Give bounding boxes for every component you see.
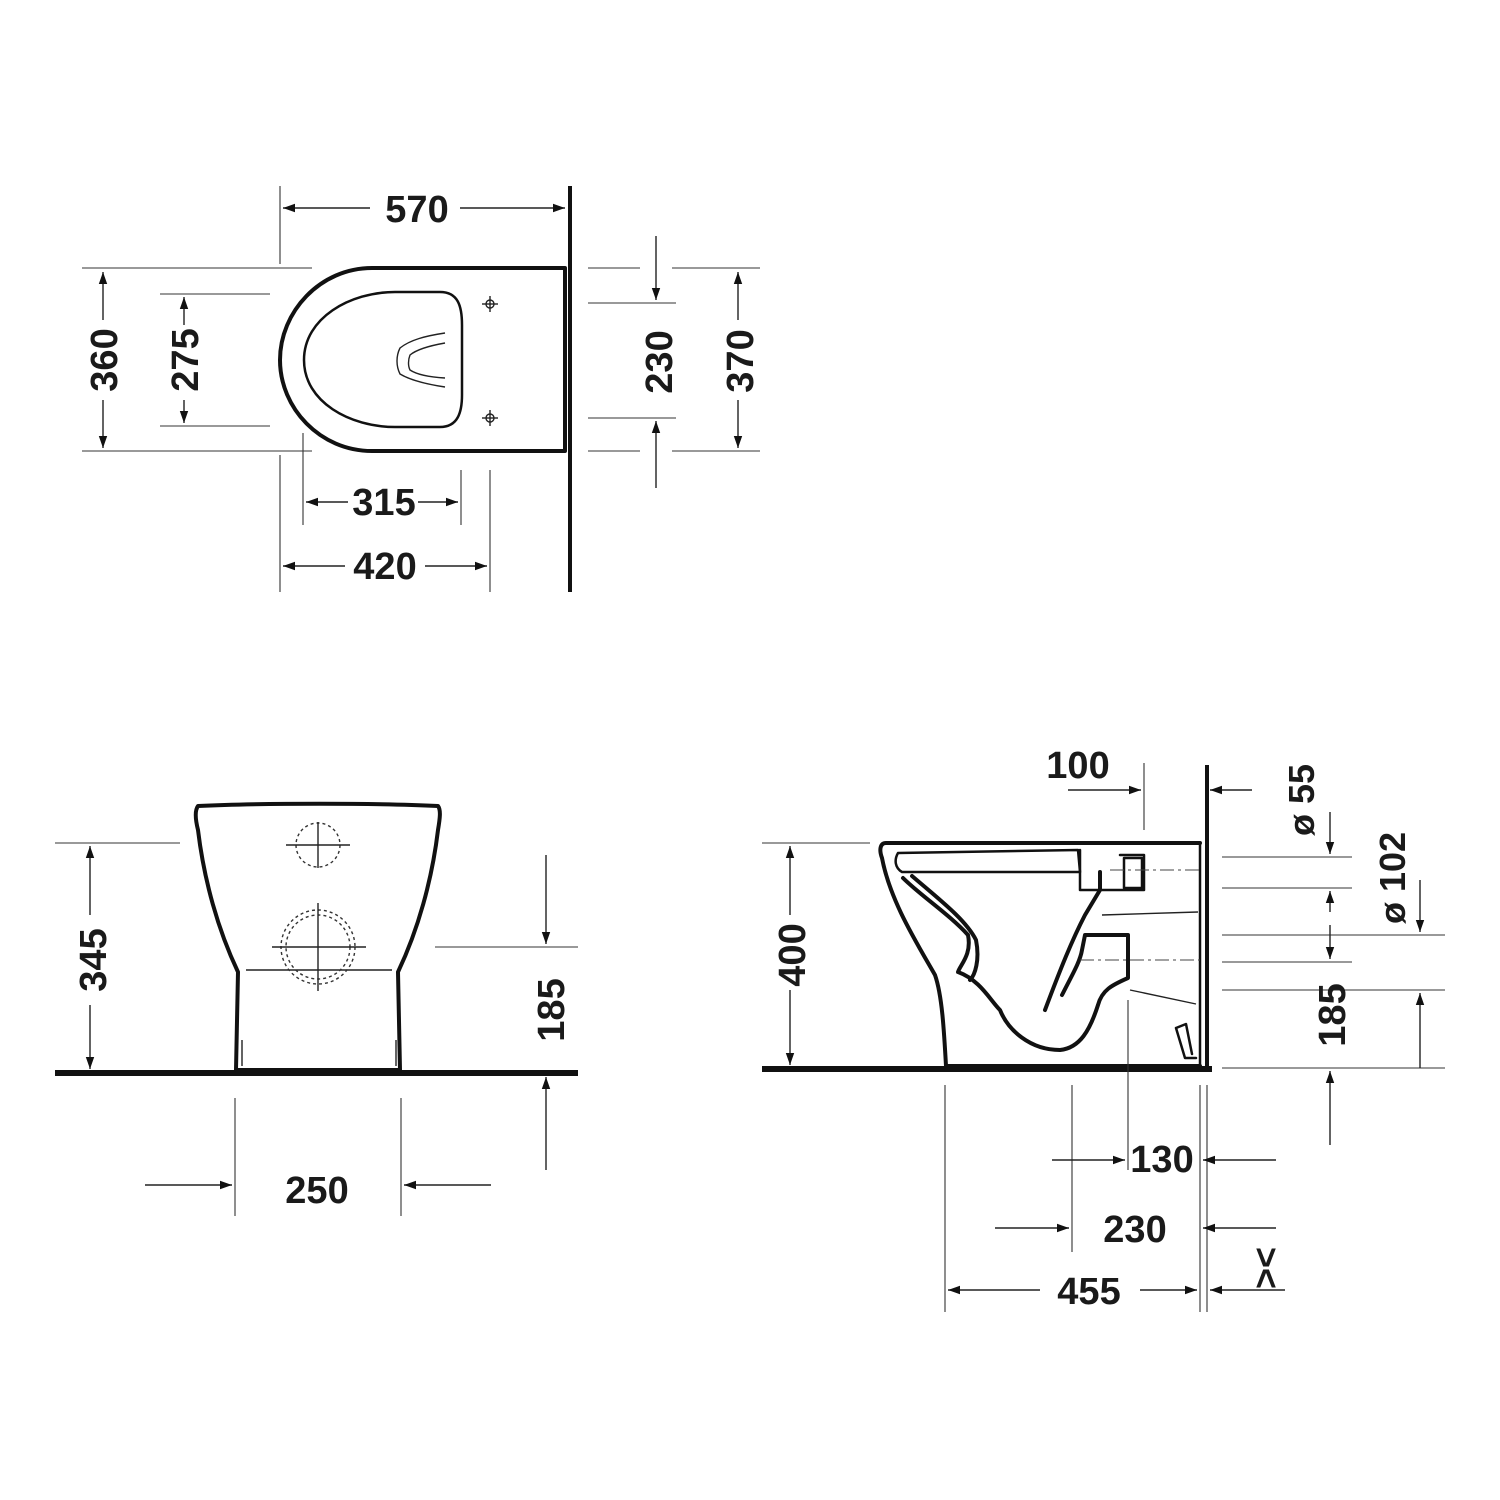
dim-130: 130	[1130, 1139, 1193, 1181]
top-bowl-opening	[302, 290, 464, 429]
side-bowl-outline	[878, 841, 1202, 1068]
front-inlet-circle	[286, 822, 350, 868]
top-fixing-hole-2	[482, 410, 498, 426]
dim-diameter-102: ø 102	[1372, 832, 1413, 924]
dim-230-side: 230	[1103, 1209, 1166, 1251]
top-view: 570 360 275 230 370 315	[82, 186, 762, 592]
dim-570: 570	[385, 189, 448, 231]
front-bowl-outline	[193, 801, 442, 1072]
front-view: 345 185 250	[55, 801, 578, 1216]
side-seat-rim	[894, 848, 1082, 874]
side-view: 100 400 ø 55 ø 102 185 130	[762, 745, 1445, 1313]
top-fixing-hole-1	[482, 296, 498, 312]
dim-370: 370	[720, 329, 762, 392]
top-flush-outlet	[396, 332, 446, 388]
dim-345: 345	[73, 928, 115, 991]
front-outlet-circle	[272, 903, 366, 991]
dim-250: 250	[285, 1170, 348, 1212]
dim-diameter-55: ø 55	[1281, 764, 1322, 836]
dim-275: 275	[165, 328, 207, 391]
dim-185-front: 185	[531, 978, 573, 1041]
dim-230-top: 230	[639, 330, 681, 393]
dim-wall-gap: ><	[1245, 1247, 1286, 1289]
dim-185-side: 185	[1312, 983, 1354, 1046]
dim-400: 400	[772, 923, 814, 986]
side-trap-outline	[901, 876, 1130, 1052]
dim-315: 315	[352, 482, 415, 524]
dim-360: 360	[84, 328, 126, 391]
dim-100: 100	[1046, 745, 1109, 787]
dim-455: 455	[1057, 1271, 1120, 1313]
top-bowl-outline	[278, 266, 567, 453]
dim-420: 420	[353, 546, 416, 588]
